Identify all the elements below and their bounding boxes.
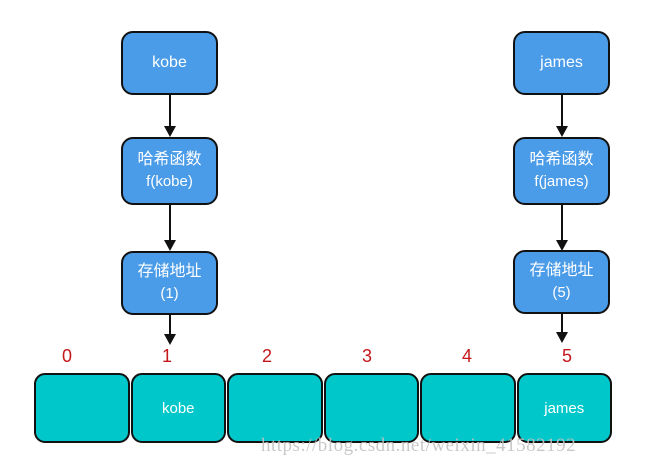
node-label: kobe bbox=[152, 54, 187, 71]
array-cell: james bbox=[516, 373, 612, 443]
array-cell: kobe bbox=[130, 373, 226, 443]
arrow-shaft bbox=[168, 95, 171, 126]
arrow-down-icon bbox=[163, 315, 176, 345]
node-label: james bbox=[540, 54, 583, 71]
arrow-shaft bbox=[168, 205, 171, 240]
arrow-shaft bbox=[168, 315, 171, 334]
array-cell bbox=[420, 373, 516, 443]
node-sublabel: f(kobe) bbox=[146, 173, 193, 190]
node-label: 存储地址 bbox=[529, 262, 594, 279]
node-sublabel: f(james) bbox=[534, 173, 589, 190]
arrow-head bbox=[163, 334, 176, 345]
arrow-shaft bbox=[560, 95, 563, 126]
arrow-head bbox=[555, 126, 568, 137]
node-label: 存储地址 bbox=[137, 263, 202, 280]
array-index: 2 bbox=[261, 346, 272, 366]
array-cell bbox=[34, 373, 130, 443]
watermark-text: https://blog.csdn.net/weixin_41582192 bbox=[261, 435, 577, 456]
arrow-shaft bbox=[560, 205, 563, 240]
arrow-head bbox=[163, 126, 176, 137]
array-cell-row: kobe james bbox=[34, 373, 612, 443]
array-index: 3 bbox=[361, 346, 372, 366]
node-input-kobe: kobe bbox=[121, 31, 218, 95]
node-address-james: 存储地址 (5) bbox=[513, 250, 610, 314]
arrow-down-icon bbox=[555, 205, 568, 251]
array-index: 5 bbox=[561, 346, 572, 366]
node-hash-kobe: 哈希函数 f(kobe) bbox=[121, 137, 218, 205]
arrow-down-icon bbox=[163, 205, 176, 251]
array-cell bbox=[227, 373, 323, 443]
array-index: 4 bbox=[461, 346, 472, 366]
arrow-down-icon bbox=[555, 314, 568, 343]
node-hash-james: 哈希函数 f(james) bbox=[513, 137, 610, 205]
arrow-head bbox=[555, 332, 568, 343]
node-input-james: james bbox=[513, 31, 610, 95]
arrow-down-icon bbox=[163, 95, 176, 137]
arrow-shaft bbox=[560, 314, 563, 332]
array-cell bbox=[323, 373, 419, 443]
node-sublabel: (5) bbox=[552, 284, 571, 301]
array-index: 1 bbox=[161, 346, 172, 366]
arrow-head bbox=[555, 240, 568, 251]
node-address-kobe: 存储地址 (1) bbox=[121, 251, 218, 315]
array-index: 0 bbox=[61, 346, 72, 366]
arrow-down-icon bbox=[555, 95, 568, 137]
node-label: 哈希函数 bbox=[137, 151, 202, 168]
node-sublabel: (1) bbox=[160, 285, 179, 302]
node-label: 哈希函数 bbox=[529, 151, 594, 168]
arrow-head bbox=[163, 240, 176, 251]
array-index-row: 0 1 2 3 4 5 bbox=[17, 346, 617, 366]
